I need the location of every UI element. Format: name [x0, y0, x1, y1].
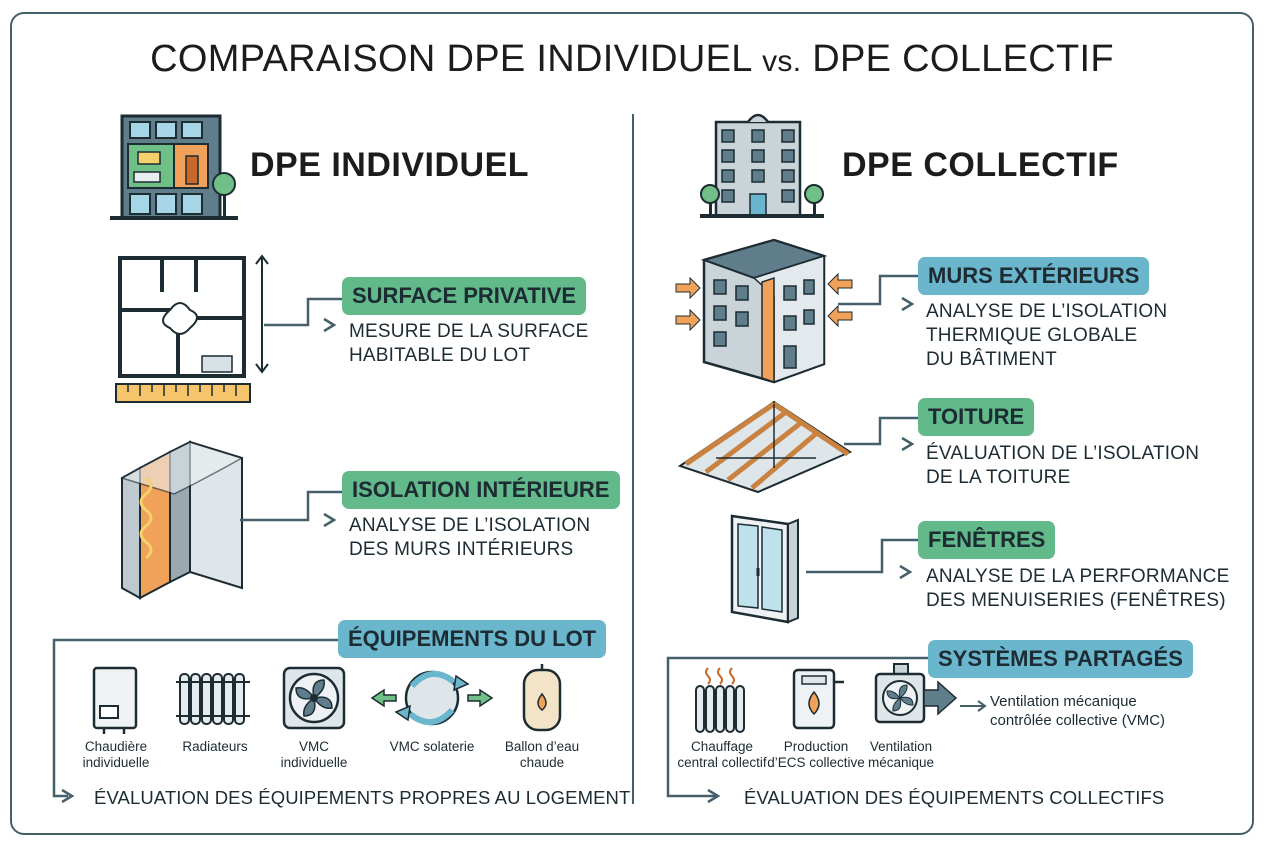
equipements-bracket: [52, 638, 344, 804]
page-title: COMPARAISON DPE INDIVIDUEL vs. DPE COLLE…: [150, 38, 1114, 80]
radiator-icon: [176, 673, 250, 725]
murs-connector-arrow: [838, 274, 918, 312]
caption-vmc-solaterie: VMC solaterie: [389, 739, 475, 754]
tag-murs-exterieurs: MURS EXTÉRIEURS: [918, 257, 1150, 295]
tag-fenetres: FENÊTRES: [918, 521, 1056, 559]
individuel-evaluation: ÉVALUATION DES ÉQUIPEMENTS PROPRES AU LO…: [94, 787, 631, 808]
caption-radiateurs: Radiateurs: [182, 739, 248, 754]
roof-structure-icon: [677, 400, 853, 494]
isolation-connector-arrow: [240, 490, 342, 528]
water-heater-icon: [522, 664, 562, 732]
vmc-note-arrow: [960, 700, 987, 712]
tag-isolation-interieure: ISOLATION INTÉRIEURE: [342, 471, 620, 509]
tag-surface-privative: SURFACE PRIVATIVE: [342, 277, 587, 315]
ecs-production-icon: [792, 668, 844, 730]
apartment-building-icon: [110, 114, 238, 220]
mechanical-ventilation-icon: [874, 663, 958, 724]
collective-building-icon: [700, 113, 824, 218]
tag-systemes-partages: SYSTÈMES PARTAGÉS: [928, 640, 1193, 678]
vmc-fan-icon: [282, 666, 346, 730]
floor-plan-icon: [115, 254, 269, 403]
surface-connector-arrow: [264, 297, 342, 333]
wall-insulation-icon: [120, 440, 244, 600]
individuel-heading: DPE INDIVIDUEL: [250, 146, 530, 184]
fenetres-connector-arrow: [806, 538, 918, 580]
exterior-walls-icon: [675, 238, 853, 384]
collectif-heading: DPE COLLECTIF: [842, 146, 1119, 184]
collectif-evaluation: ÉVALUATION DES ÉQUIPEMENTS COLLECTIFS: [744, 787, 1165, 808]
boiler-icon: [92, 666, 138, 734]
window-icon: [730, 514, 799, 624]
infographic-frame: [10, 12, 1254, 835]
systemes-bracket: [666, 656, 932, 804]
tag-toiture: TOITURE: [918, 398, 1035, 436]
column-divider: [632, 114, 634, 804]
central-heating-icon: [695, 667, 745, 733]
tag-equipements-du-lot: ÉQUIPEMENTS DU LOT: [338, 620, 607, 658]
toiture-connector-arrow: [844, 416, 918, 452]
heat-exchanger-icon: [370, 670, 494, 726]
